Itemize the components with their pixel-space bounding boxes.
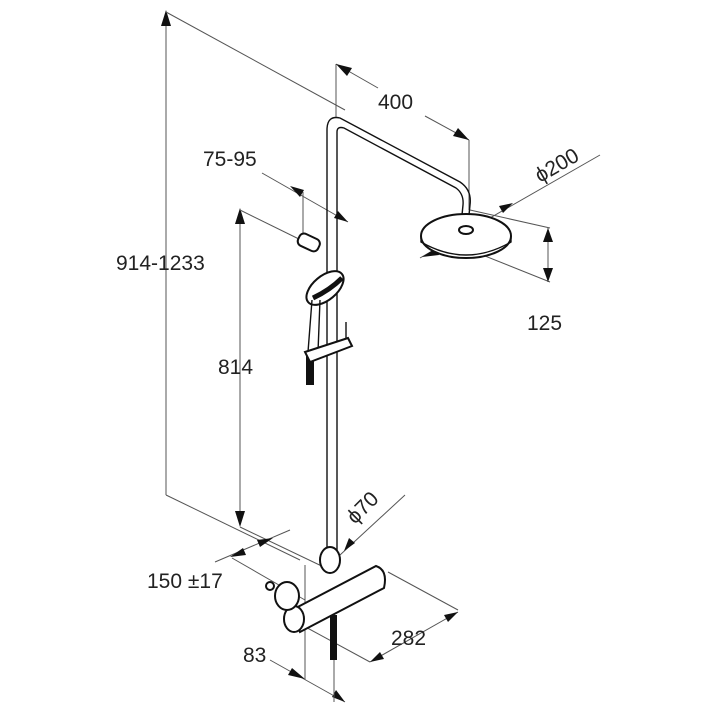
label-mixer-depth: 83	[243, 644, 266, 667]
riser-pipe	[326, 116, 471, 555]
hand-shower-assembly	[296, 232, 354, 385]
label-head-drop: 125	[527, 312, 562, 335]
dim-arm-length	[335, 63, 470, 210]
dim-slider-offset	[261, 172, 349, 238]
svg-text:ϕ200: ϕ200	[531, 144, 583, 187]
label-arm-length: 400	[378, 91, 413, 114]
label-head-diameter-group: ϕ200	[531, 144, 583, 187]
dim-riser-height	[235, 208, 331, 571]
label-tube-diameter-group: ϕ70	[342, 487, 383, 528]
label-total-height: 914-1233	[116, 252, 205, 275]
label-riser-height: 814	[218, 356, 253, 379]
dim-wall-tube-diameter	[339, 494, 406, 556]
thermostatic-mixer	[265, 546, 386, 660]
dim-total-height	[161, 10, 346, 561]
overhead-shower-head	[420, 213, 512, 259]
label-slider-offset: 75-95	[203, 148, 257, 171]
label-inlet-spacing: 150 ±17	[147, 570, 223, 593]
svg-text:ϕ70: ϕ70	[342, 487, 383, 528]
label-mixer-width: 282	[391, 627, 426, 650]
dim-mixer-width	[299, 571, 459, 663]
